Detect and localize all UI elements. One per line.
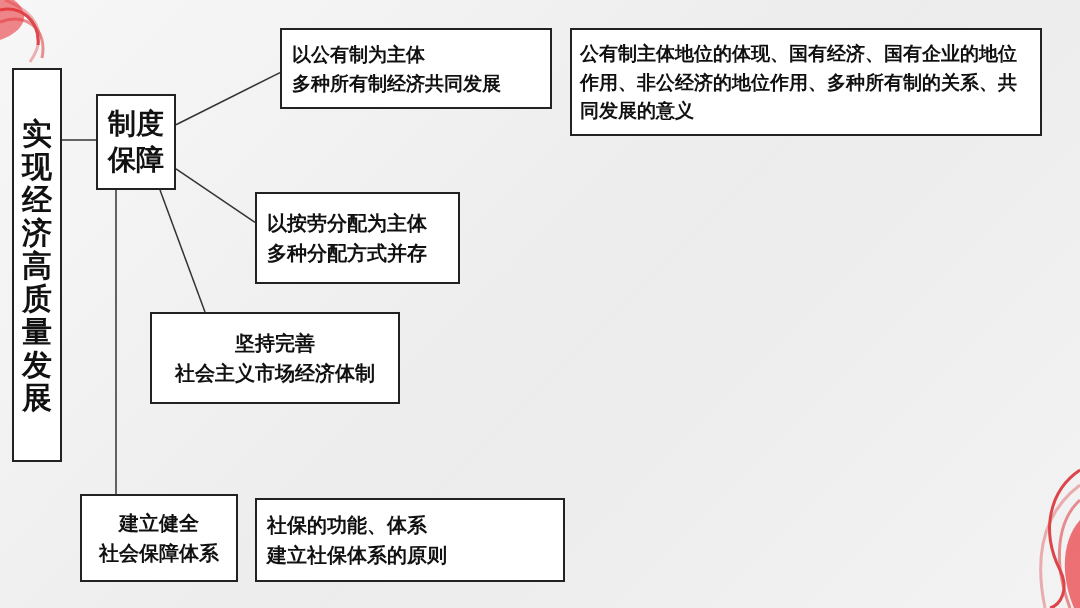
ribbon-stroke: [1059, 500, 1080, 608]
topic-column: 实现经济高质量发展: [12, 68, 62, 462]
node-text: 公有制主体地位的体现、国有经济、国有企业的地位作用、非公经济的地位作用、多种所有…: [580, 39, 1032, 125]
detail-box: 公有制主体地位的体现、国有经济、国有企业的地位作用、非公经济的地位作用、多种所有…: [570, 28, 1042, 136]
node-text: 实现经济高质量发展: [22, 117, 52, 414]
detail-box: 社保的功能、体系 建立社保体系的原则: [255, 498, 565, 582]
ribbon-stroke: [1041, 485, 1080, 608]
content-box: 以公有制为主体 多种所有制经济共同发展: [280, 28, 552, 109]
content-box: 建立健全 社会保障体系: [80, 494, 238, 582]
ribbon-stroke: [1050, 470, 1080, 608]
node-text: 坚持完善 社会主义市场经济体制: [162, 328, 388, 388]
ribbon-fill: [0, 0, 24, 40]
connector-line: [160, 190, 205, 312]
content-box: 以按劳分配为主体 多种分配方式并存: [255, 192, 460, 284]
content-box: 坚持完善 社会主义市场经济体制: [150, 312, 400, 404]
node-text: 以按劳分配为主体 多种分配方式并存: [267, 208, 448, 268]
node-text: 以公有制为主体 多种所有制经济共同发展: [292, 40, 540, 97]
connector-line: [176, 73, 280, 125]
connector-line: [115, 190, 117, 494]
ribbon-fill: [1065, 520, 1080, 608]
connector-line: [62, 139, 96, 141]
connector-line: [176, 169, 255, 222]
node-text: 建立健全 社会保障体系: [90, 508, 228, 568]
node-text: 社保的功能、体系 建立社保体系的原则: [267, 510, 553, 570]
node-text: 制度保障: [108, 106, 164, 179]
category-box: 制度保障: [96, 94, 176, 190]
